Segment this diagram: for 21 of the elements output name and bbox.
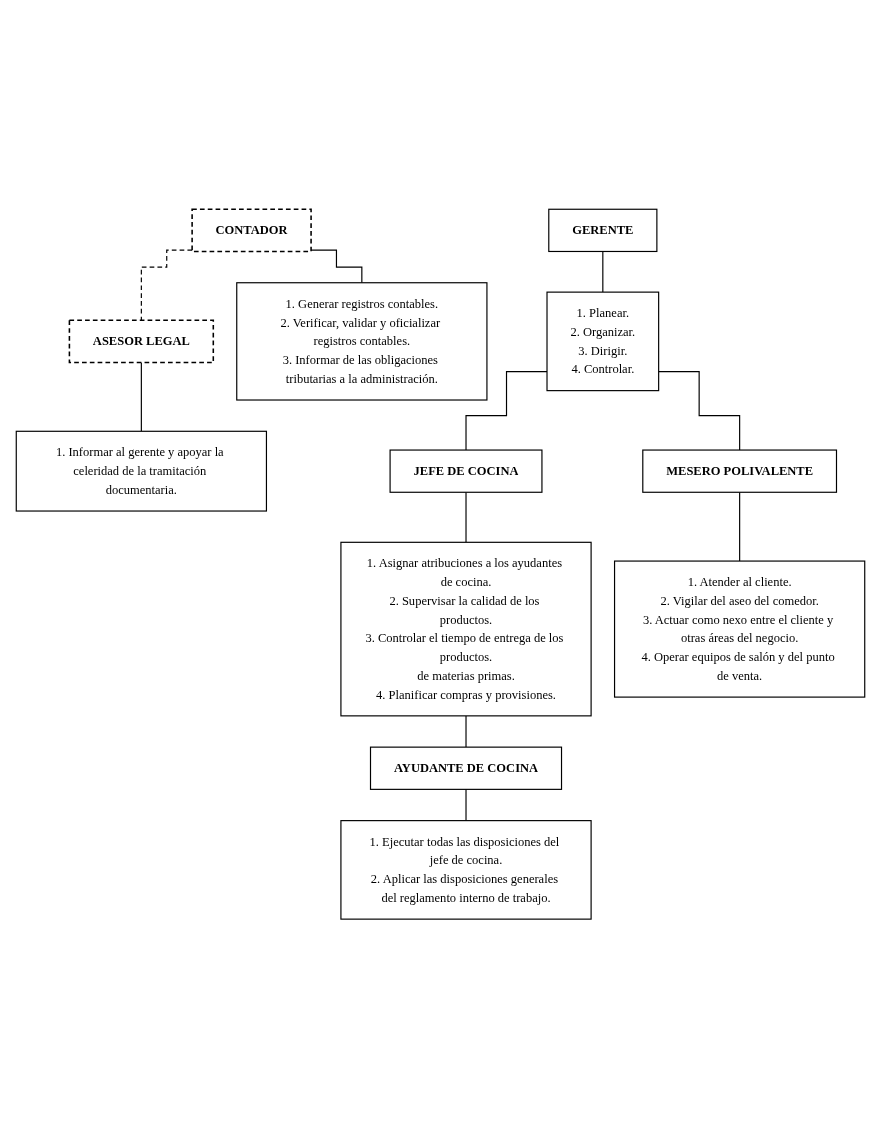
node-box: ASESOR LEGAL <box>68 319 215 364</box>
connector <box>465 788 467 821</box>
node-box: 1. Informar al gerente y apoyar la celeridad de la tramitación documentaria. <box>15 430 268 512</box>
connector <box>465 370 548 451</box>
node-box: AYUDANTE DE COCINA <box>369 746 563 790</box>
connector <box>739 491 741 562</box>
connector <box>602 250 604 293</box>
connector <box>658 370 741 451</box>
connector <box>140 361 142 432</box>
node-box: CONTADOR <box>191 208 312 253</box>
node-box: 1. Atender al cliente. 2. Vigilar del aseo del comedor. 3. Actuar como nexo entre el cliente y otras áreas del negocio. 4. Operar equipos de salón y del punto de venta. <box>613 560 866 698</box>
node-box: 1. Generar registros contables. 2. Verificar, validar y oficializar registros contables. 3. Informar de las obligaciones tributarias a la administración. <box>236 281 488 401</box>
node-box: 1. Ejecutar todas las disposiciones del jefe de cocina. 2. Aplicar las disposiciones generales del reglamento interno de trabajo. <box>340 819 592 920</box>
connector <box>465 715 467 748</box>
node-box: 1. Asignar atribuciones a los ayudantes de cocina. 2. Supervisar la calidad de los productos. 3. Controlar el tiempo de entrega de los productos. de materias primas. 4. Planificar compras y provisiones. <box>340 541 592 717</box>
node-box: 1. Planear. 2. Organizar. 3. Dirigir. 4. Controlar. <box>546 291 660 391</box>
connector <box>465 491 467 543</box>
node-box: GERENTE <box>548 208 658 252</box>
node-box: MESERO POLIVALENTE <box>642 449 838 493</box>
node-box: JEFE DE COCINA <box>389 449 543 493</box>
connector <box>310 249 363 284</box>
